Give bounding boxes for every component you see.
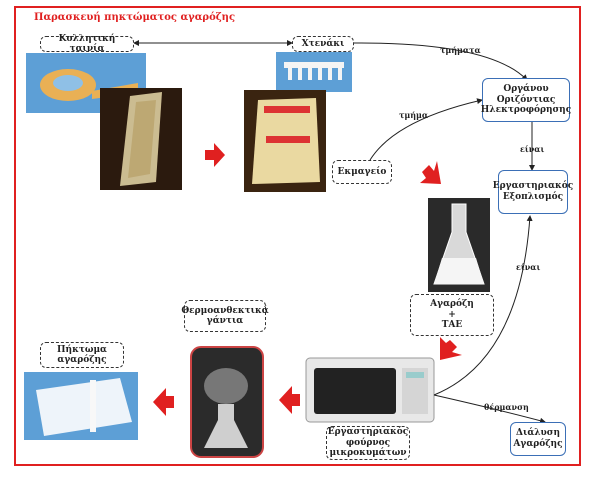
edge-label-parts-mid: τμήμα xyxy=(399,110,429,120)
gloves-flask-image xyxy=(190,346,264,458)
tray-to-apparatus-line xyxy=(369,98,483,161)
gel-tray-image xyxy=(100,88,182,190)
microwave-image xyxy=(305,357,435,423)
microwave-label: Εργαστηριακός φούρνος μικροκυμάτων xyxy=(326,426,410,460)
tray-label: Εκμαγείο xyxy=(332,160,392,184)
red-arrow-5 xyxy=(153,388,174,416)
diagram-frame xyxy=(14,6,581,466)
comb-label: Χτενάκι xyxy=(292,36,354,52)
gloves-label: Θερμοανθεκτικά γάντια xyxy=(181,300,269,332)
apparatus-node: Οργάνου Οριζόντιας Ηλεκτροφόρησης xyxy=(481,78,571,122)
edge-label-heating: θέρμανση xyxy=(484,402,529,412)
diagram-title: Παρασκευή πηκτώματος αγαρόζης xyxy=(34,12,236,23)
agarose-tae-label: Αγαρόζη + ΤΑΕ xyxy=(410,294,494,336)
finished-gel-image xyxy=(24,372,138,440)
edge-label-is-1: είναι xyxy=(520,144,545,154)
tape-label: Κολλητική ταινία xyxy=(40,34,134,54)
red-arrow-1 xyxy=(205,143,225,167)
red-arrow-3 xyxy=(440,337,462,360)
red-arrow-4 xyxy=(279,386,300,414)
edge-label-is-2: είναι xyxy=(516,262,541,272)
comb-image xyxy=(276,52,352,92)
flask-image xyxy=(428,198,490,292)
tray-with-combs-image xyxy=(244,90,326,192)
microwave-to-equipment-line xyxy=(433,215,533,396)
gel-label: Πήκτωμα αγαρόζης xyxy=(40,342,124,368)
comb-to-apparatus-line xyxy=(353,42,528,81)
red-arrow-2 xyxy=(420,161,441,184)
edge-label-parts-top: τμήματα xyxy=(440,45,481,55)
equipment-node: Εργαστηριακός Εξοπλισμός xyxy=(493,170,573,214)
dissolve-node: Διάλυση Αγαρόζης xyxy=(510,422,566,456)
microwave-to-dissolve-line xyxy=(433,394,546,424)
